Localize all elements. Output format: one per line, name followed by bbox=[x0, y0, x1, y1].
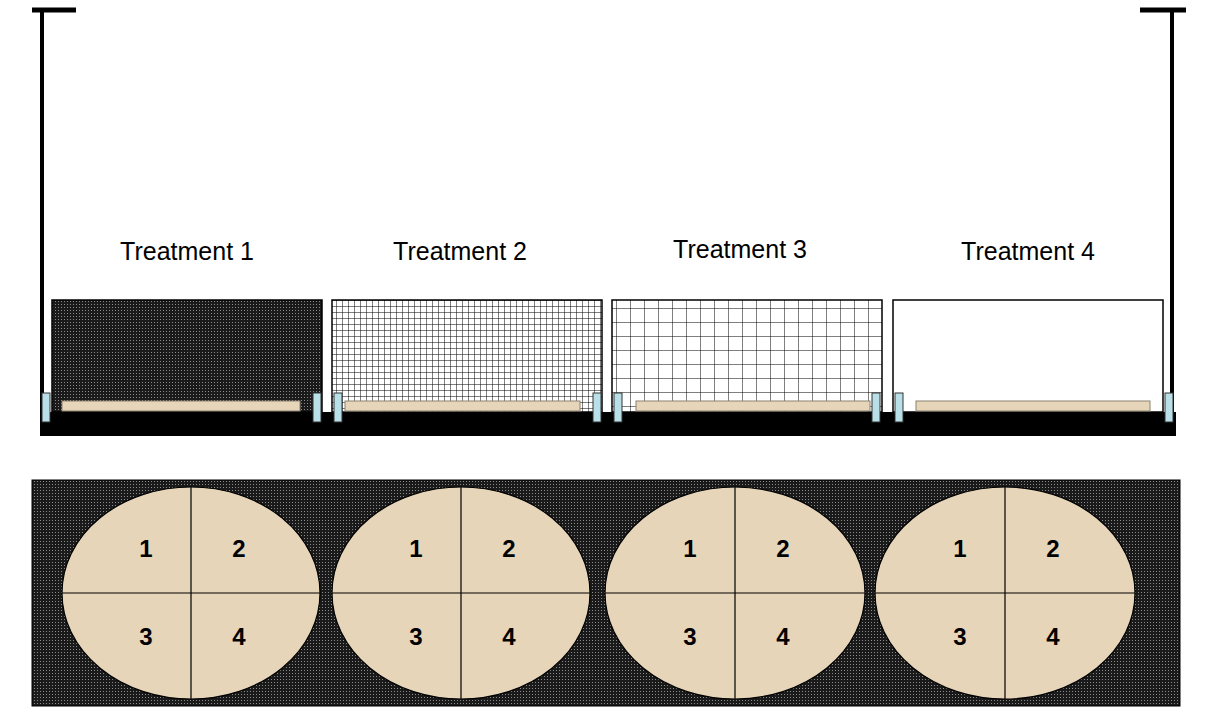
quadrant-number: 3 bbox=[409, 623, 422, 651]
plan-ground bbox=[32, 480, 1180, 706]
quadrant-number: 2 bbox=[776, 535, 789, 563]
treatment-label: Treatment 3 bbox=[673, 235, 807, 264]
quadrant-number: 4 bbox=[232, 623, 245, 651]
quadrant-number: 2 bbox=[1046, 535, 1059, 563]
soil-trays bbox=[62, 401, 1150, 411]
treatment-label: Treatment 2 bbox=[393, 237, 527, 266]
quadrant-number: 4 bbox=[502, 623, 515, 651]
stand bbox=[32, 10, 1186, 414]
quadrant-number: 2 bbox=[502, 535, 515, 563]
quadrant-number: 3 bbox=[953, 623, 966, 651]
quadrant-number: 2 bbox=[232, 535, 245, 563]
quadrant-number: 3 bbox=[683, 623, 696, 651]
quadrant-number: 4 bbox=[1046, 623, 1059, 651]
mesh-cages bbox=[52, 300, 1163, 412]
quadrant-number: 1 bbox=[953, 535, 966, 563]
plan-plots bbox=[62, 487, 1135, 699]
spacers bbox=[42, 393, 1173, 422]
quadrant-number: 1 bbox=[683, 535, 696, 563]
treatment-label: Treatment 1 bbox=[120, 237, 254, 266]
treatment-label: Treatment 4 bbox=[961, 237, 1095, 266]
base-bar bbox=[40, 412, 1176, 436]
quadrant-number: 1 bbox=[139, 535, 152, 563]
quadrant-number: 3 bbox=[139, 623, 152, 651]
quadrant-number: 1 bbox=[409, 535, 422, 563]
quadrant-number: 4 bbox=[776, 623, 789, 651]
